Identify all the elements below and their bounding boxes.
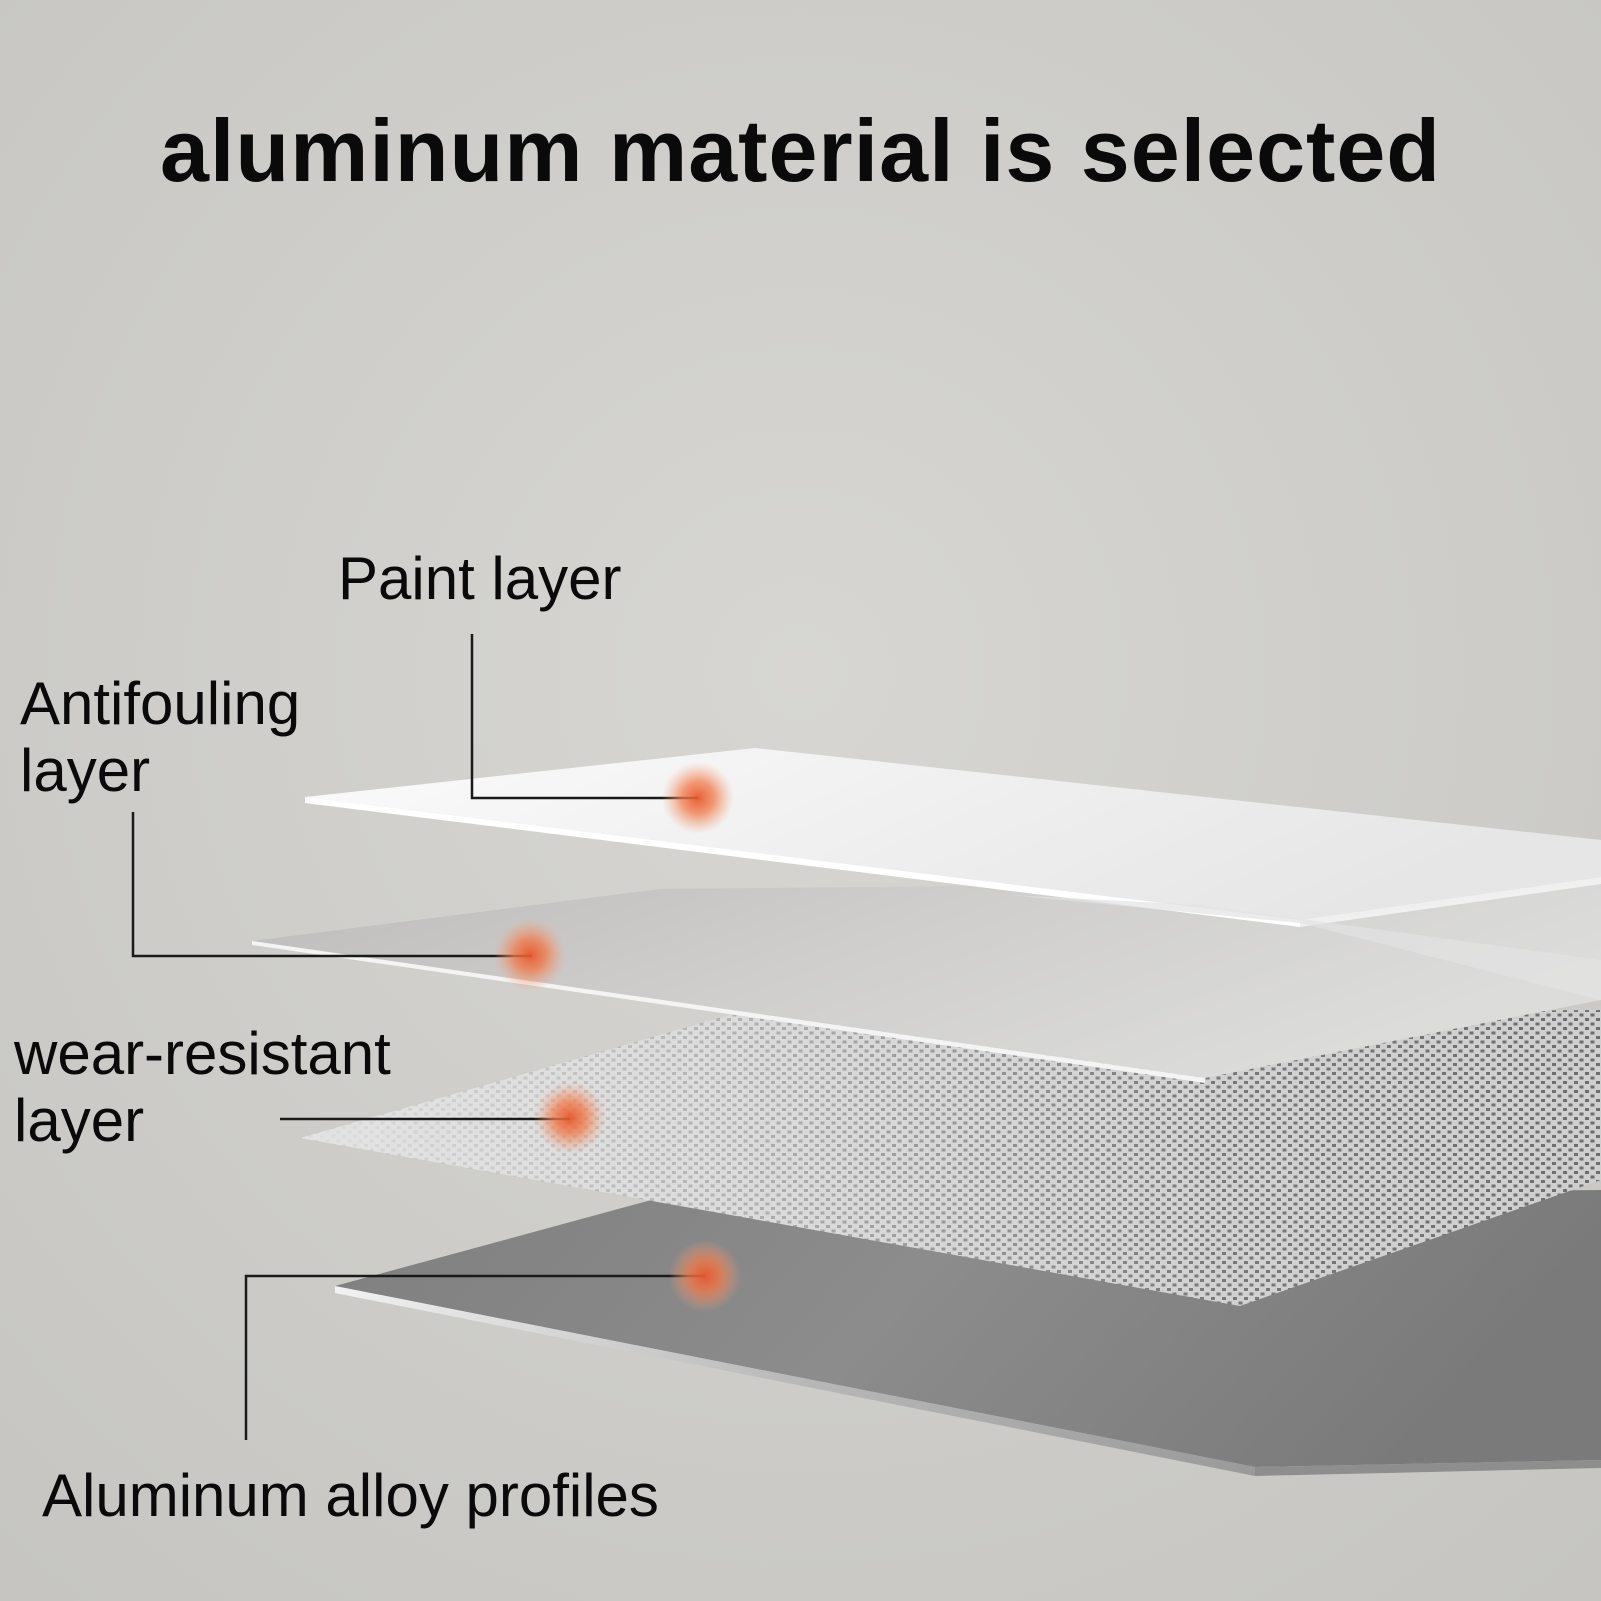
label-paint-layer: Paint layer (338, 545, 621, 612)
page-title: aluminum material is selected (159, 101, 1442, 200)
leader-alloy (244, 1274, 705, 1440)
label-antifouling-line-1: Antifouling (20, 670, 301, 737)
markers (494, 762, 741, 1312)
label-alloy-line-1: Aluminum alloy profiles (42, 1462, 659, 1529)
marker-antifouling (494, 919, 566, 991)
label-aluminum-alloy-profiles: Aluminum alloy profiles (42, 1462, 659, 1529)
marker-wear (534, 1082, 606, 1154)
label-antifouling-line-2: layer (20, 737, 151, 805)
marker-alloy (669, 1240, 741, 1312)
leader-paint (470, 634, 698, 800)
marker-paint (662, 762, 734, 834)
label-wear-resistant-layer: wear-resistant layer (14, 1020, 391, 1154)
leader-antifouling (131, 812, 532, 958)
antifouling-layer (252, 880, 1601, 1083)
leader-lines (131, 634, 705, 1440)
paint-layer (305, 748, 1601, 1000)
label-antifouling-layer: Antifouling layer (20, 670, 300, 804)
wear-layer (300, 1010, 1601, 1306)
label-paint-line-1: Paint layer (338, 545, 622, 612)
label-wear-line-2: layer (14, 1087, 145, 1155)
label-wear-line-1: wear-resistant (14, 1020, 391, 1087)
